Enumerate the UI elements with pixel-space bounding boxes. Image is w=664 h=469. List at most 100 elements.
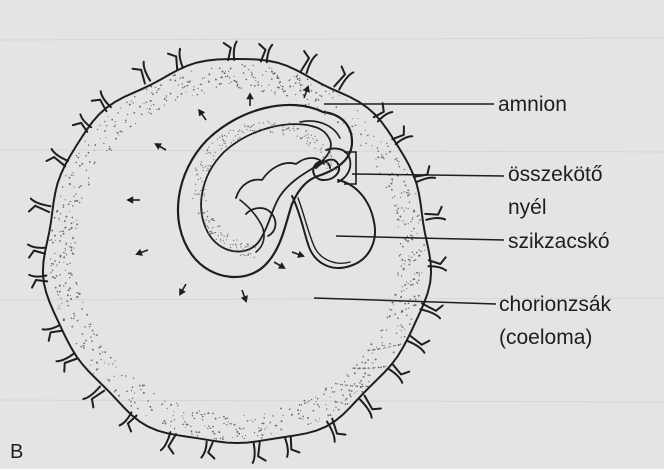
stipple-dot [79, 186, 81, 188]
stipple-dot [71, 174, 73, 176]
stipple-dot [80, 185, 82, 187]
stipple-dot [54, 253, 55, 254]
stipple-dot [393, 304, 394, 305]
stipple-dot [243, 132, 244, 133]
stipple-dot [222, 71, 224, 73]
stipple-dot [224, 72, 226, 74]
stipple-dot [197, 174, 198, 175]
stipple-dot [360, 134, 362, 136]
stipple-dot [56, 265, 57, 266]
stipple-dot [63, 285, 64, 286]
stipple-dot [89, 326, 91, 328]
stipple-dot [327, 414, 329, 416]
stipple-dot [215, 152, 216, 153]
label-chorionic-sac-line1: chorionzsák [499, 294, 611, 315]
stipple-dot [58, 308, 59, 309]
stipple-dot [383, 348, 384, 349]
stipple-dot [339, 95, 340, 96]
stipple-dot [382, 342, 383, 343]
stipple-dot [210, 427, 212, 429]
stipple-dot [70, 295, 71, 296]
stipple-dot [302, 416, 304, 418]
stipple-dot [410, 221, 411, 222]
stipple-dot [241, 428, 242, 429]
stipple-dot [408, 264, 410, 266]
stipple-dot [207, 216, 208, 217]
stipple-dot [132, 397, 133, 398]
stipple-dot [409, 299, 410, 300]
stipple-dot [255, 247, 256, 248]
stipple-dot [417, 215, 419, 217]
stipple-dot [202, 209, 203, 210]
stipple-dot [257, 130, 258, 131]
stipple-dot [203, 167, 204, 168]
label-yolk-sac: szikzacskó [508, 231, 610, 252]
stipple-dot [393, 351, 395, 353]
stipple-dot [383, 345, 384, 346]
stipple-dot [253, 124, 254, 125]
stipple-dot [417, 283, 418, 284]
stipple-dot [101, 359, 102, 360]
stipple-dot [228, 71, 229, 72]
stipple-dot [197, 435, 198, 436]
stipple-dot [408, 308, 409, 309]
stipple-dot [219, 67, 221, 69]
stipple-dot [224, 135, 225, 136]
stipple-dot [271, 124, 272, 125]
stipple-dot [70, 249, 72, 251]
stipple-dot [51, 230, 53, 232]
stipple-dot [170, 404, 172, 406]
stipple-dot [354, 383, 356, 385]
stipple-dot [51, 239, 53, 241]
stipple-dot [415, 304, 417, 306]
stipple-dot [370, 343, 372, 345]
stipple-dot [311, 399, 312, 400]
stipple-dot [274, 92, 276, 94]
villus [425, 207, 445, 220]
stipple-dot [240, 244, 241, 245]
stipple-dot [164, 401, 165, 402]
stipple-dot [90, 336, 91, 337]
stipple-dot [118, 395, 120, 397]
stipple-dot [150, 113, 152, 115]
stipple-dot [319, 95, 320, 96]
stipple-dot [212, 431, 214, 433]
stipple-dot [282, 126, 283, 127]
stipple-dot [73, 175, 74, 176]
stipple-dot [259, 123, 260, 124]
stipple-dot [180, 77, 181, 78]
stipple-dot [68, 272, 70, 274]
stipple-dot [411, 257, 412, 258]
villus [133, 62, 151, 84]
stipple-dot [127, 114, 128, 115]
stipple-dot [60, 308, 61, 309]
stipple-dot [62, 230, 64, 232]
stipple-dot [208, 170, 209, 171]
stipple-dot [197, 94, 199, 96]
stipple-dot [64, 220, 66, 222]
stipple-dot [115, 138, 117, 140]
stipple-dot [307, 99, 308, 100]
stipple-dot [277, 87, 279, 89]
stipple-dot [336, 169, 337, 170]
stipple-dot [300, 85, 301, 86]
embryo-stipple [192, 121, 339, 258]
stipple-dot [75, 200, 77, 202]
stipple-dot [166, 95, 167, 96]
stipple-dot [347, 403, 348, 404]
stipple-dot [367, 374, 368, 375]
stipple-dot [143, 392, 145, 394]
stipple-dot [63, 252, 64, 253]
label-amnion: amnion [498, 94, 567, 115]
stipple-dot [229, 77, 231, 79]
stipple-dot [364, 129, 365, 130]
stipple-dot [407, 241, 408, 242]
stipple-dot [204, 193, 205, 194]
stipple-dot [70, 201, 72, 203]
stipple-dot [191, 431, 193, 433]
stipple-dot [219, 137, 220, 138]
stipple-dot [207, 226, 208, 227]
stipple-dot [88, 144, 90, 146]
stipple-dot [76, 220, 77, 221]
